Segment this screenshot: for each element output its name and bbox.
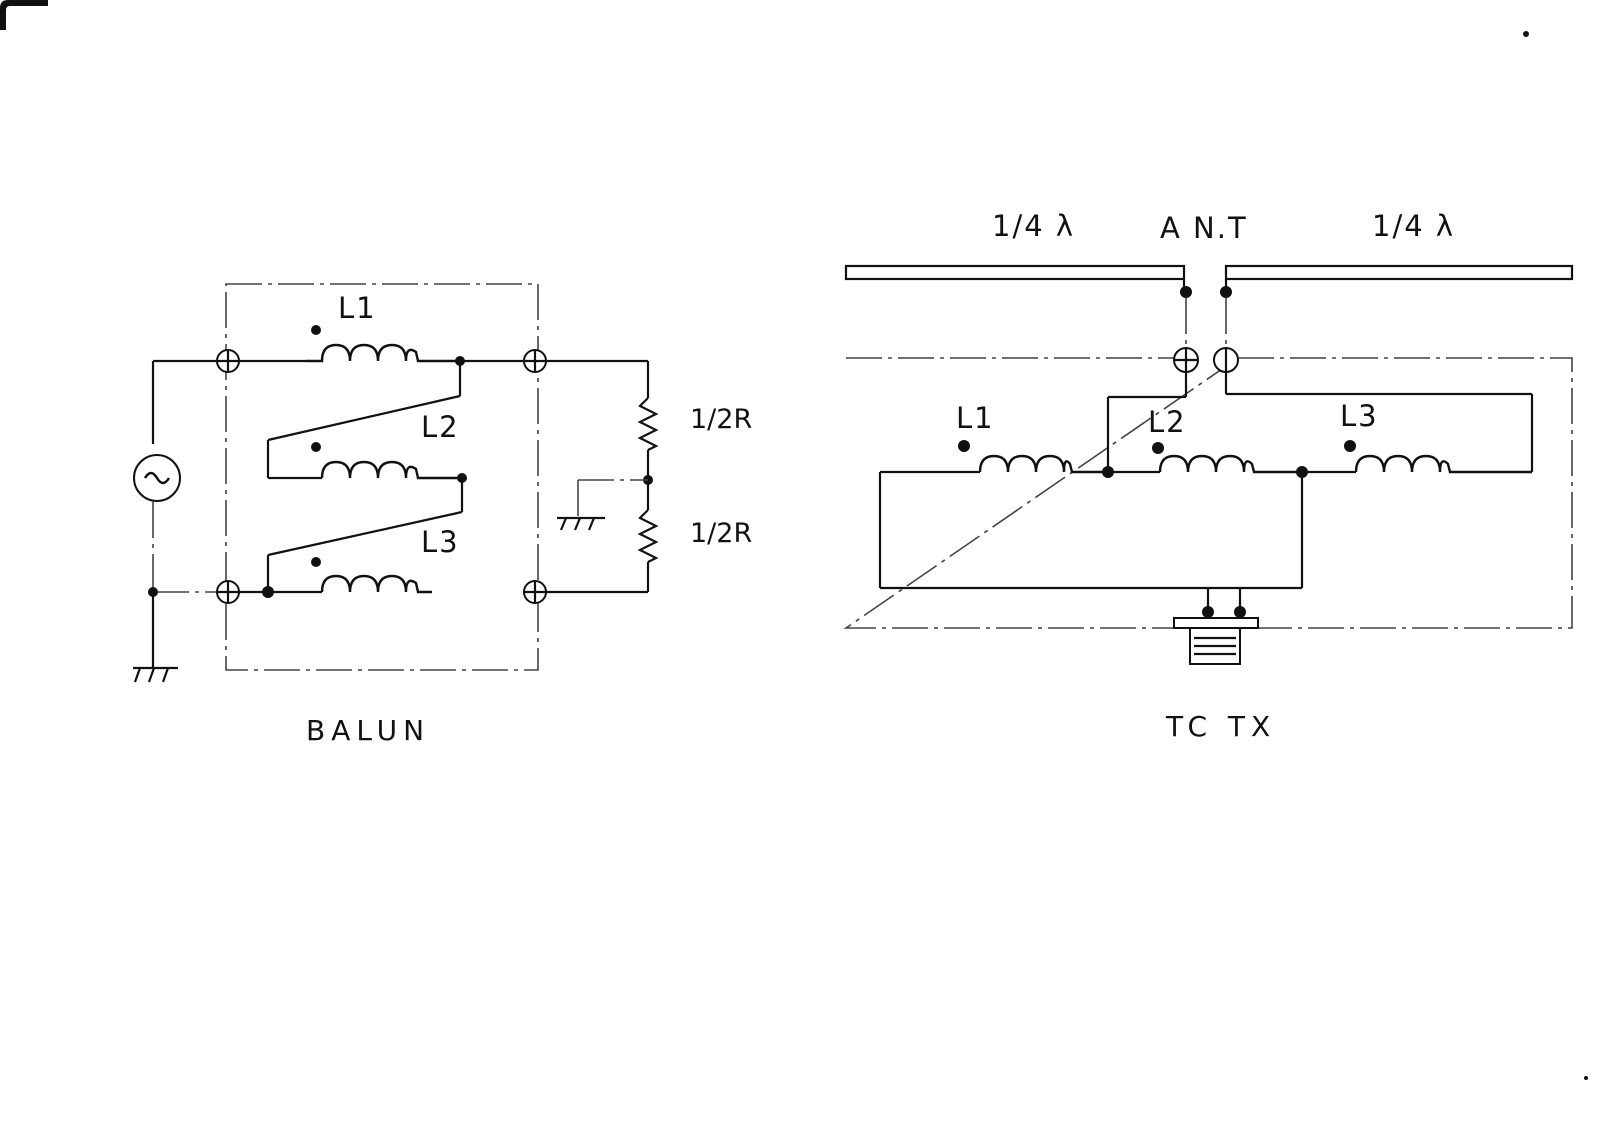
scan-speck (1523, 31, 1529, 37)
ground-icon (133, 666, 178, 683)
terminal-icon (1173, 347, 1199, 373)
coil-l2 (1158, 454, 1302, 474)
terminal-icon (523, 580, 547, 604)
balun-enclosure (225, 283, 539, 671)
balun-caption: BALUN (306, 714, 430, 747)
balun-l1-label: L1 (338, 291, 377, 325)
coil-l1 (306, 343, 460, 363)
scan-speck (1584, 1076, 1588, 1080)
antenna-caption: TC TX (1165, 710, 1276, 743)
terminal-icon (216, 580, 240, 604)
coil-l3 (320, 574, 432, 594)
antenna-l2-label: L2 (1148, 405, 1187, 439)
coil-l2 (320, 460, 462, 480)
balun-diagram: L1 L2 L3 1/2R 1/2R BALUN (133, 283, 752, 747)
right-element-label: 1/4 λ (1372, 209, 1455, 243)
resistor-icon (637, 509, 659, 563)
terminal-icon (523, 349, 547, 373)
resistor-label-upper: 1/2R (690, 404, 752, 435)
coax-connector-icon (1173, 617, 1259, 665)
left-quarter-wave-element (844, 264, 1186, 281)
coil-l1 (978, 454, 1108, 474)
antenna-diagram: 1/4 λ A N.T 1/4 λ L1 L2 L3 TC TX (843, 209, 1574, 743)
terminal-icon (1213, 347, 1239, 373)
balun-l3-label: L3 (421, 525, 460, 559)
resistor-icon (637, 397, 659, 451)
balun-l2-label: L2 (421, 410, 460, 444)
antenna-l3-label: L3 (1340, 399, 1379, 433)
left-element-label: 1/4 λ (992, 209, 1075, 243)
right-quarter-wave-element (1224, 264, 1574, 281)
terminal-icon (216, 349, 240, 373)
ground-icon (557, 516, 605, 531)
coil-l3 (1354, 454, 1532, 474)
resistor-label-lower: 1/2R (690, 518, 752, 549)
antenna-title: A N.T (1160, 211, 1248, 245)
antenna-enclosure (843, 357, 1573, 629)
scan-corner-mark (0, 0, 48, 30)
antenna-l1-label: L1 (956, 401, 995, 435)
